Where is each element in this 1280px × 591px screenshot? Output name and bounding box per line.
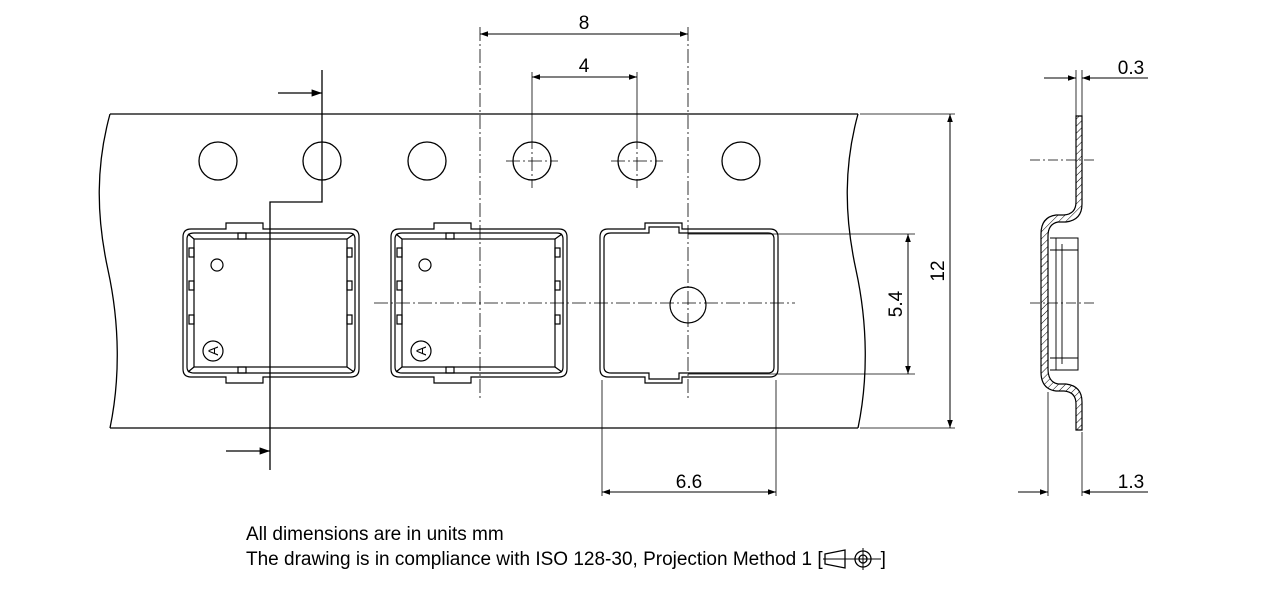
center-lines [374,27,795,398]
pocket-1-with-component [182,222,360,384]
note-projection-text: The drawing is in compliance with ISO 12… [246,549,823,570]
side-section-view [1018,70,1148,496]
section-cut-line [226,70,323,470]
dim-tape-thickness: 0.3 [1118,58,1144,79]
extension-lines [531,72,955,496]
dim-tape-width: 12 [928,260,949,281]
note-units: All dimensions are in units mm [246,524,504,545]
carrier-tape [98,113,866,429]
dimension-lines [480,31,953,495]
component-mark-circle [202,340,224,362]
dim-pocket-height: 5.4 [886,290,907,317]
component-marking-1: A [205,346,221,356]
pocket-hole [669,286,707,324]
sprocket-hole [721,141,761,181]
note-projection-end: ] [880,549,886,570]
dim-pocket-depth: 1.3 [1118,472,1144,493]
sprocket-hole [198,141,238,181]
dim-pocket-width: 6.6 [676,472,702,493]
dim-pitch-sprocket: 8 [579,13,590,34]
projection-method-icon [822,548,881,570]
pocket-2-with-component [390,222,568,384]
dim-pitch-cavity: 4 [579,56,590,77]
component-mark-circle [410,340,432,362]
component-marking-2: A [413,346,429,356]
sprocket-hole [407,141,447,181]
note-projection: The drawing is in compliance with ISO 12… [246,548,886,572]
sprocket-holes [198,141,761,181]
